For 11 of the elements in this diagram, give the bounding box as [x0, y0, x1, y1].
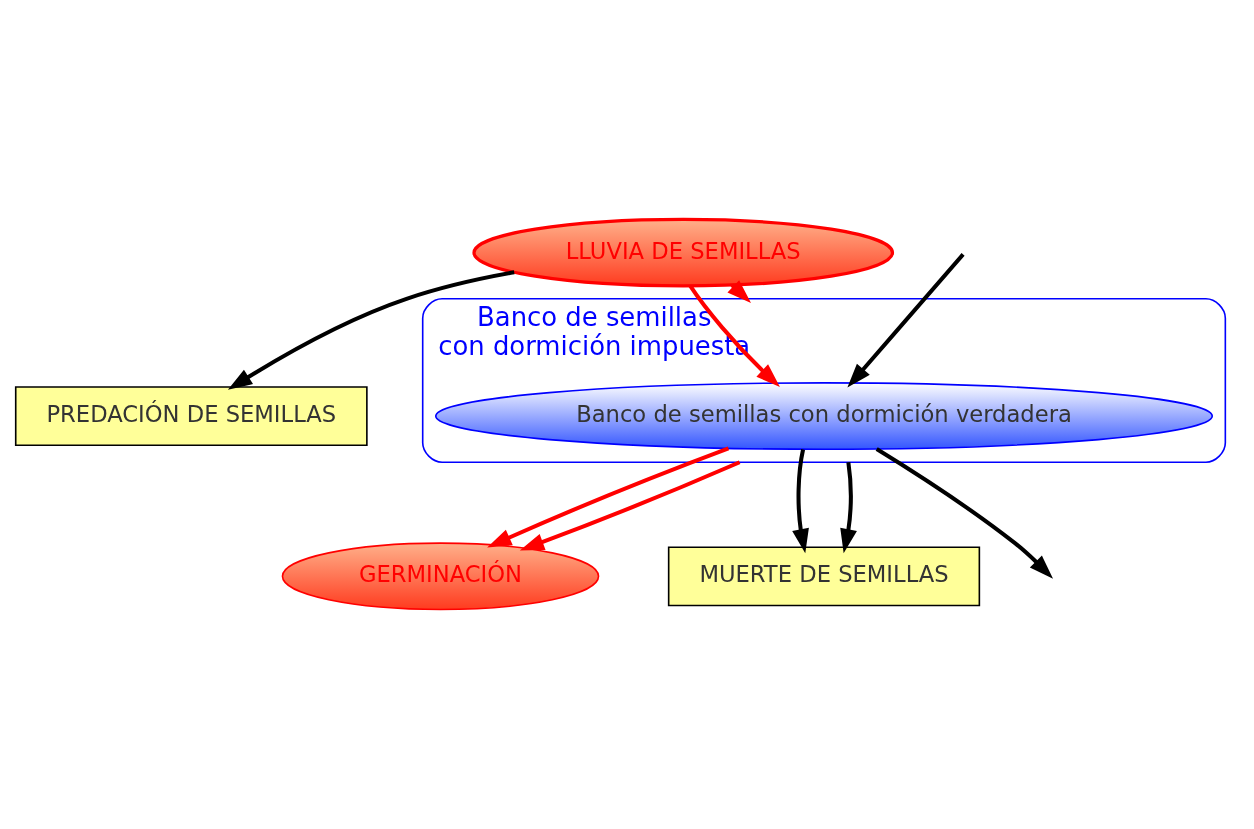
node-box: MUERTE DE SEMILLAS — [667, 546, 981, 607]
arrow — [792, 449, 809, 554]
node-box: PREDACIÓN DE SEMILLAS — [14, 386, 368, 447]
node-ellipse: Banco de semillas con dormición verdadera — [434, 382, 1214, 451]
node-ellipse: GERMINACIÓN — [281, 542, 600, 611]
arrow — [227, 270, 515, 390]
arrow — [840, 462, 857, 554]
arrow — [875, 447, 1054, 579]
arrow — [847, 253, 965, 388]
arrow — [519, 460, 741, 551]
arrow — [487, 446, 730, 548]
